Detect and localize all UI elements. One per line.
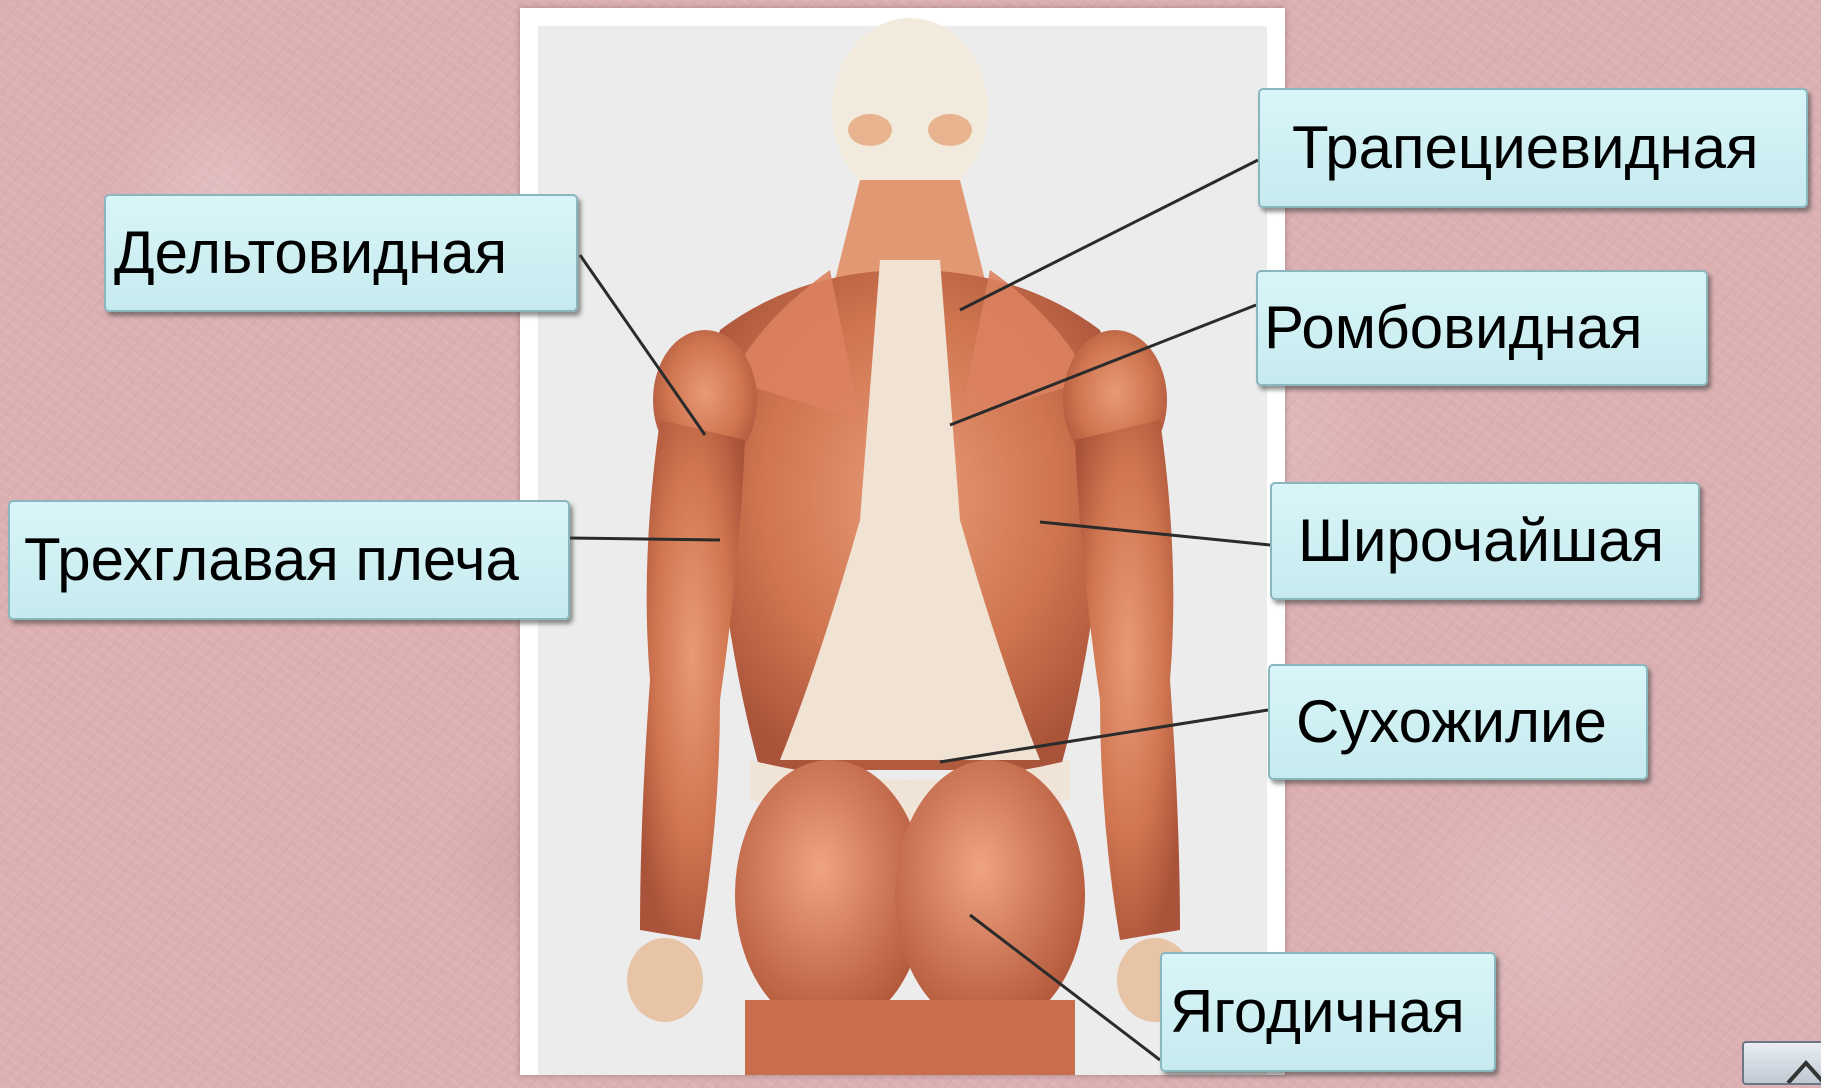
label-trapezius-text: Трапециевидная: [1292, 118, 1759, 178]
label-latissimus: Широчайшая: [1270, 482, 1700, 600]
head: [832, 18, 988, 202]
back-arrow-icon: [1744, 1043, 1821, 1083]
label-gluteal-text: Ягодичная: [1170, 982, 1465, 1042]
label-triceps: Трехглавая плеча: [8, 500, 570, 620]
back-nav-button[interactable]: [1742, 1041, 1821, 1085]
label-rhomboid-text: Ромбовидная: [1264, 298, 1642, 358]
label-tendon-text: Сухожилие: [1296, 692, 1607, 752]
label-trapezius: Трапециевидная: [1258, 88, 1808, 208]
label-deltoid: Дельтовидная: [104, 194, 578, 312]
leader-triceps: [570, 538, 720, 540]
label-rhomboid: Ромбовидная: [1256, 270, 1708, 386]
right-glute: [895, 760, 1085, 1030]
label-latissimus-text: Широчайшая: [1298, 511, 1664, 571]
label-tendon: Сухожилие: [1268, 664, 1648, 780]
label-gluteal: Ягодичная: [1160, 952, 1496, 1072]
label-triceps-text: Трехглавая плеча: [24, 530, 519, 590]
leader-trapezius: [960, 160, 1258, 310]
label-deltoid-text: Дельтовидная: [114, 223, 507, 283]
